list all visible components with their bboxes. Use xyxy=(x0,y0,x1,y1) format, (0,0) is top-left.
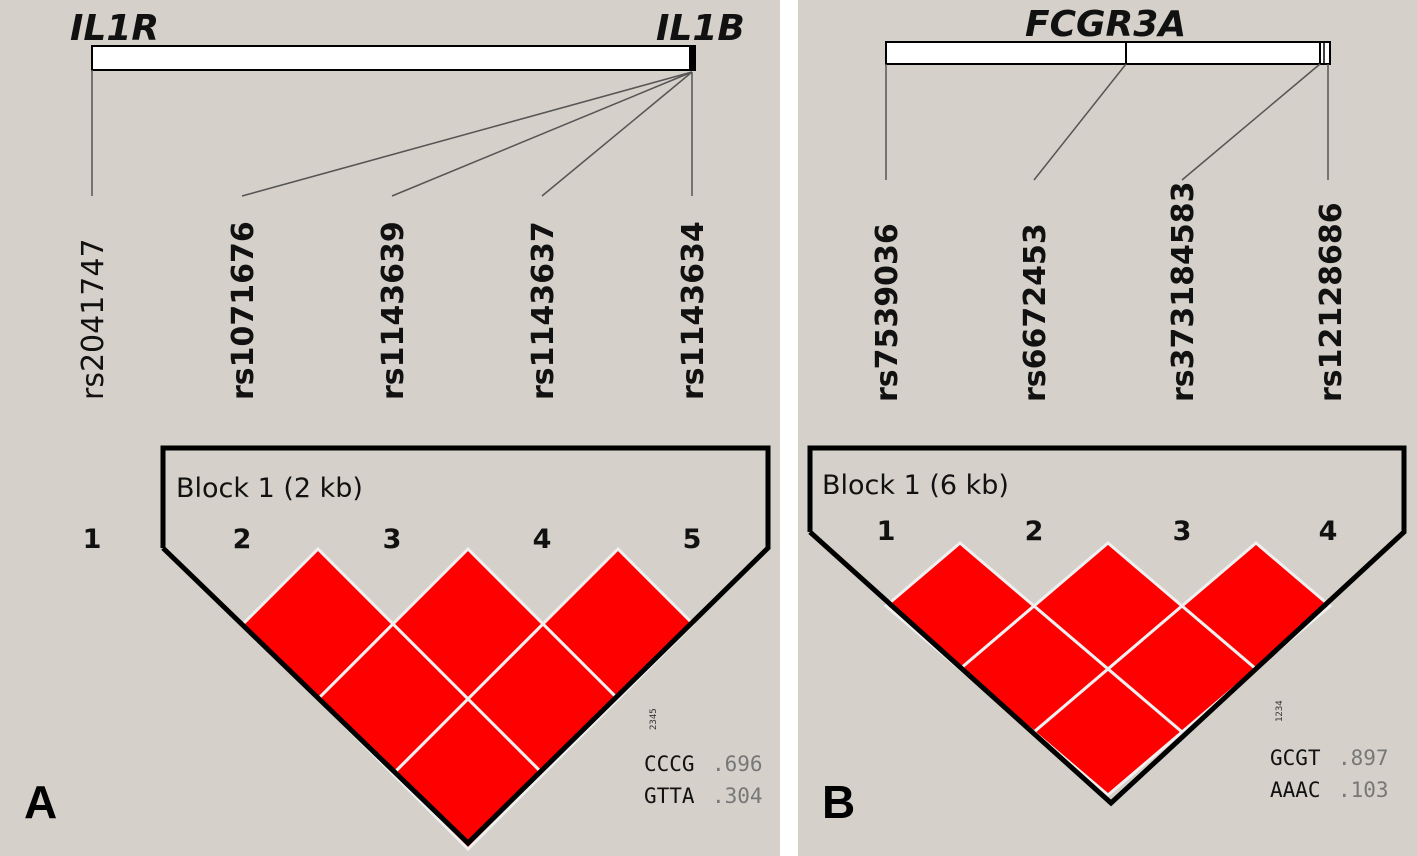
snp-connectors xyxy=(91,70,693,197)
snp-label-1: rs2041747 xyxy=(76,238,111,400)
region-bar xyxy=(885,41,1331,65)
snp-label-4: rs12128686 xyxy=(1314,202,1349,402)
ld-matrix xyxy=(883,541,1333,797)
snp-connector-2 xyxy=(1033,63,1127,181)
panel-a-figure: IL1R IL1B rs2041747 rs1071676 rs1143639 … xyxy=(24,8,771,852)
region-bar xyxy=(91,45,696,71)
marker-number-4: 4 xyxy=(1319,516,1338,547)
snp-label-2: rs6672453 xyxy=(1018,223,1053,402)
haplotype-header: 2345 xyxy=(649,708,659,730)
haplotype-1-frequency: .897 xyxy=(1338,746,1389,770)
panel-a: IL1R IL1B rs2041747 rs1071676 rs1143639 … xyxy=(0,0,780,856)
marker-number-3: 3 xyxy=(1173,516,1192,547)
panel-letter-b: B xyxy=(822,776,855,828)
snp-label-2: rs1071676 xyxy=(226,221,261,400)
block-label: Block 1 (2 kb) xyxy=(176,473,363,504)
haplotype-2-alleles: GTTA xyxy=(644,784,695,808)
snp-label-3: rs373184583 xyxy=(1166,181,1201,402)
snp-label-3: rs1143639 xyxy=(376,221,411,400)
gene-label-il1r: IL1R xyxy=(70,8,159,49)
gene-label-fcgr3a: FCGR3A xyxy=(1025,4,1186,45)
haplotype-1-alleles: CCCG xyxy=(644,752,695,776)
snp-connector-3 xyxy=(391,71,693,197)
gene-label-il1b: IL1B xyxy=(656,8,745,49)
snp-connector-3 xyxy=(1181,63,1321,181)
haplotype-1-frequency: .696 xyxy=(712,752,763,776)
marker-number-3: 3 xyxy=(383,524,402,555)
snp-label-5: rs1143634 xyxy=(676,221,711,400)
panel-b: FCGR3A rs7539036 rs6672453 rs373184583 r… xyxy=(798,0,1417,856)
marker-number-4: 4 xyxy=(533,524,552,555)
snp-connector-2 xyxy=(241,71,693,197)
region-bar-end xyxy=(689,46,695,70)
snp-label-4: rs1143637 xyxy=(526,221,561,400)
marker-number-2: 2 xyxy=(233,524,252,555)
haplotype-header: 1234 xyxy=(1275,700,1285,722)
haplotype-block-outline xyxy=(160,445,771,847)
haplotype-2-alleles: AAAC xyxy=(1270,778,1321,802)
snp-connector-4 xyxy=(541,71,693,197)
ld-cell-1-4 xyxy=(1031,667,1185,797)
panel-b-figure: FCGR3A rs7539036 rs6672453 rs373184583 r… xyxy=(807,4,1407,828)
snp-label-1: rs7539036 xyxy=(870,223,905,402)
marker-number-5: 5 xyxy=(683,524,702,555)
marker-number-1: 1 xyxy=(83,524,102,555)
haplotype-block-outline xyxy=(807,445,1407,807)
haplotype-2-frequency: .103 xyxy=(1338,778,1389,802)
marker-number-2: 2 xyxy=(1025,516,1044,547)
snp-connectors xyxy=(885,63,1329,181)
panel-letter-a: A xyxy=(24,776,57,828)
block-label: Block 1 (6 kb) xyxy=(822,470,1009,501)
haplotype-1-alleles: GCGT xyxy=(1270,746,1321,770)
haplotype-2-frequency: .304 xyxy=(712,784,763,808)
ld-matrix xyxy=(240,546,696,852)
marker-number-1: 1 xyxy=(877,516,896,547)
ld-cell-2-5 xyxy=(390,696,546,852)
